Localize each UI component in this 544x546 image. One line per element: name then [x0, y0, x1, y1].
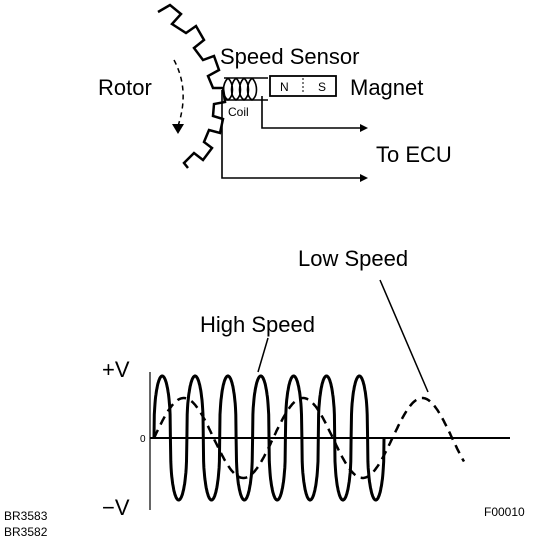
zero-label: 0 — [140, 434, 146, 445]
magnet-label: Magnet — [350, 75, 423, 100]
rotor-arrow-head — [172, 124, 184, 134]
speed-sensor-label: Speed Sensor — [220, 44, 359, 69]
coil-label: Coil — [228, 105, 249, 119]
rotor-label: Rotor — [98, 75, 152, 100]
magnet-n-label: N — [280, 80, 289, 94]
figure-code-1: BR3583 — [4, 509, 48, 523]
high-speed-label: High Speed — [200, 312, 315, 337]
wire-upper-arrow — [360, 124, 368, 132]
sensor-wires — [221, 90, 368, 182]
to-ecu-label: To ECU — [376, 142, 452, 167]
wire-lower — [221, 90, 360, 179]
low-speed-leader — [379, 279, 429, 393]
rotor — [157, 3, 227, 169]
magnet — [269, 75, 337, 97]
magnet-s-label: S — [318, 80, 326, 94]
high-speed-wave — [152, 374, 386, 502]
magnet-body — [269, 75, 337, 97]
low-speed-label: Low Speed — [298, 246, 408, 271]
waveform-graph — [149, 279, 510, 510]
wire-upper — [261, 96, 360, 129]
coil — [222, 77, 268, 101]
figure-code-2: BR3582 — [4, 525, 48, 539]
rotor-rotation-arrow — [173, 59, 184, 127]
figure-code-3: F00010 — [484, 505, 525, 519]
high-speed-leader — [257, 337, 269, 373]
rotor-teeth — [157, 3, 227, 169]
plus-v-label: +V — [102, 357, 130, 382]
wire-lower-arrow — [360, 174, 368, 182]
minus-v-label: −V — [102, 495, 130, 520]
low-speed-wave — [152, 396, 466, 480]
coil-winding — [222, 77, 258, 101]
